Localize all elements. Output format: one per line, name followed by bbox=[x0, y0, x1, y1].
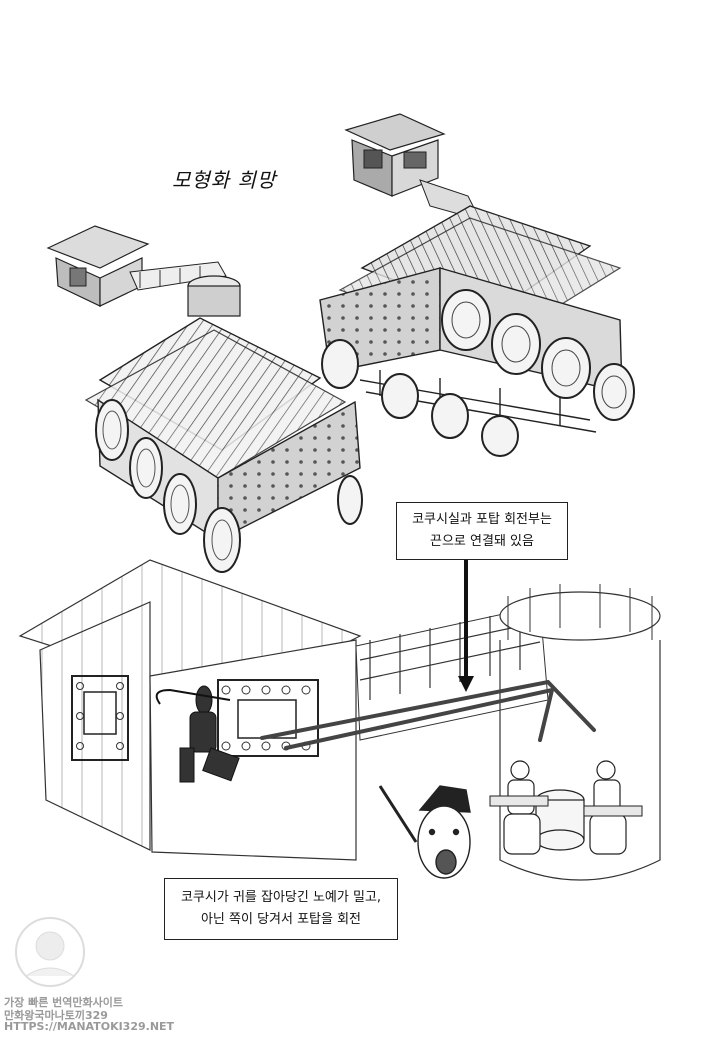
watermark-text-line2: 만화왕국마나토끼329 bbox=[4, 1009, 108, 1022]
caption-box-bottom: 코쿠시가 귀를 잡아당긴 노예가 밀고, 아닌 쪽이 당겨서 포탑을 회전 bbox=[164, 878, 398, 940]
caption-box-top: 코쿠시실과 포탑 회전부는 끈으로 연결돼 있음 bbox=[396, 502, 568, 560]
caption-bottom-line1: 코쿠시가 귀를 잡아당긴 노예가 밀고, bbox=[180, 890, 382, 905]
watermark-text-line1: 가장 빠른 번역만화사이트 bbox=[4, 996, 123, 1009]
handwritten-note-title: 모형화 희망 bbox=[172, 168, 277, 192]
cutaway-scene-drawing bbox=[18, 559, 661, 881]
watermark-logo bbox=[15, 917, 85, 987]
watermark-link[interactable]: HTTPS://MANATOKI329.NET bbox=[4, 1020, 175, 1033]
caption-top-line2: 끈으로 연결돼 있음 bbox=[430, 534, 534, 549]
left-vehicle-drawing bbox=[46, 225, 363, 573]
right-vehicle-drawing bbox=[319, 113, 635, 457]
caption-bottom-line2: 아닌 쪽이 당겨서 포탑을 회전 bbox=[200, 912, 362, 927]
caption-top-line1: 코쿠시실과 포탑 회전부는 bbox=[412, 512, 552, 527]
